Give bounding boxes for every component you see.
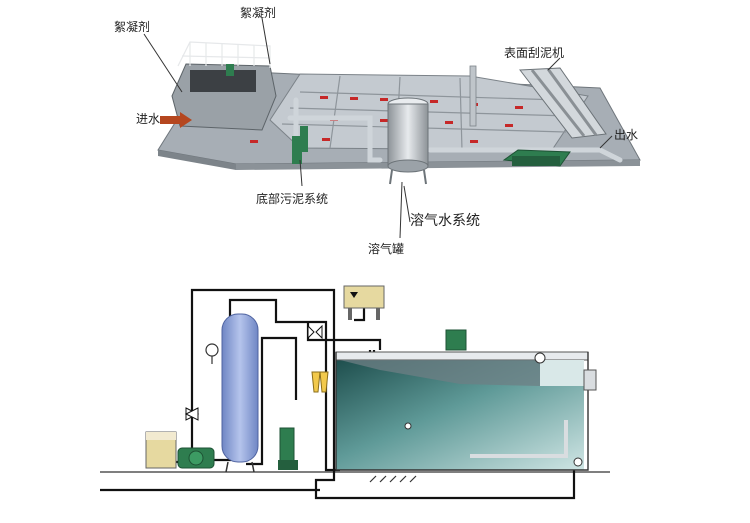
- label-dissolved-air-tank: 溶气罐: [368, 242, 405, 256]
- bottom-schematic: [100, 285, 610, 500]
- dissolved-air-vessel: [221, 313, 259, 473]
- label-dissolved-air-system: 溶气水系统: [410, 213, 480, 229]
- recycle-pump: [278, 427, 298, 470]
- valves: [184, 324, 323, 421]
- pressure-gauge: [205, 343, 219, 364]
- dissolved-air-tank-3d: [387, 97, 429, 185]
- top-reagent-tank: [343, 285, 385, 320]
- label-outlet: 出水: [614, 128, 639, 142]
- surface-skimmer: [469, 65, 607, 139]
- bottom-sludge-pump-3d: [292, 126, 308, 164]
- leader-lines: [143, 17, 613, 239]
- label-bottom-sludge: 底部污泥系统: [256, 192, 329, 206]
- label-skimmer: 表面刮泥机: [504, 46, 565, 60]
- railing: [177, 41, 271, 68]
- left-chemical-tank: [145, 431, 177, 469]
- top-plant-illustration: [143, 17, 641, 239]
- label-inlet: 进水: [136, 112, 161, 126]
- feed-pump: [177, 447, 215, 469]
- inlet-arrow: [160, 112, 192, 128]
- outlet-pump-3d: [502, 149, 571, 167]
- label-flocculant-left: 絮凝剂: [114, 20, 151, 34]
- flow-meters: [311, 371, 329, 393]
- label-flocculant-top: 絮凝剂: [240, 6, 277, 20]
- flotation-tank: [335, 329, 597, 483]
